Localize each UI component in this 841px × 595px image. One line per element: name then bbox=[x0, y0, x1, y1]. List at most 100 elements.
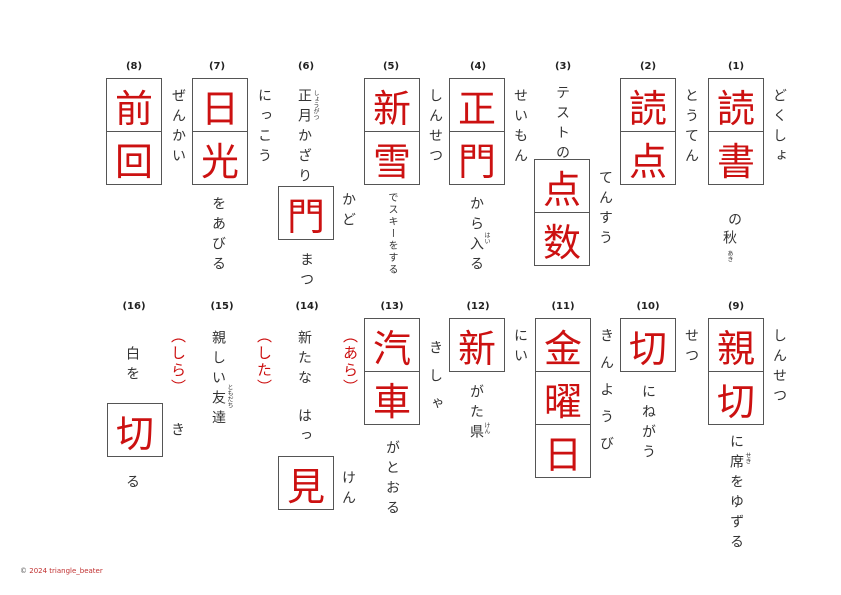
answer-box-10: 切 bbox=[620, 318, 676, 372]
reading-9: しんせつ bbox=[771, 328, 787, 408]
ruby-tomodachi: ともだち bbox=[226, 384, 233, 408]
suffix-6: まつ bbox=[298, 252, 314, 292]
copyright-text: 2024 triangle_beater bbox=[29, 567, 103, 575]
answer-box-6: 門 bbox=[278, 186, 334, 240]
kanji-cell: 切 bbox=[709, 371, 763, 424]
kanji-cell: 切 bbox=[115, 411, 154, 456]
reading-5: しんせつ bbox=[427, 88, 443, 168]
answer-14: （した） bbox=[255, 328, 273, 396]
answer-box-14: 見 bbox=[278, 456, 334, 510]
ruby-aki: あき bbox=[726, 250, 733, 262]
kanji-cell: 日 bbox=[536, 424, 590, 477]
kanji-cell: 汽 bbox=[372, 326, 411, 371]
reading-7: にっこう bbox=[256, 88, 272, 168]
suffix-12: がた県 bbox=[468, 384, 484, 444]
answer-13: （あら） bbox=[341, 328, 359, 396]
kanji-cell: 読 bbox=[628, 86, 667, 131]
question-number-1: (1) bbox=[727, 61, 745, 72]
copyright-icon: © bbox=[20, 567, 27, 575]
question-number-16: (16) bbox=[122, 301, 146, 312]
answer-box-12: 新 bbox=[449, 318, 505, 372]
suffix-9: に席をゆずる bbox=[728, 434, 744, 554]
suffix-5: でスキーをする bbox=[386, 192, 397, 276]
question-number-4: (4) bbox=[469, 61, 487, 72]
answer-box-3: 点 数 bbox=[534, 159, 590, 266]
suffix-1b: 秋あき bbox=[721, 230, 737, 262]
reading-3: てんすう bbox=[597, 170, 613, 250]
reading-2: とうてん bbox=[683, 88, 699, 168]
answer-box-7: 日 光 bbox=[192, 78, 248, 185]
answer-box-5: 新 雪 bbox=[364, 78, 420, 185]
reading-4: せいもん bbox=[512, 88, 528, 168]
reading-16: き bbox=[169, 422, 185, 442]
suffix-16: る bbox=[124, 474, 140, 494]
reading-13: きしゃ bbox=[427, 340, 443, 424]
reading-14: けん bbox=[340, 470, 356, 510]
answer-box-4: 正 門 bbox=[449, 78, 505, 185]
suffix-13: がとおる bbox=[384, 440, 400, 520]
kanji-cell: 門 bbox=[286, 194, 325, 239]
question-number-3: (3) bbox=[554, 61, 572, 72]
prefix-14: 新たな bbox=[296, 330, 312, 390]
question-number-6: (6) bbox=[297, 61, 315, 72]
question-number-15: (15) bbox=[210, 301, 234, 312]
ruby-shougatsu: しょうがつ bbox=[312, 90, 319, 120]
suffix-4: から入る bbox=[468, 196, 484, 276]
prefix-3: テストの bbox=[554, 85, 570, 165]
suffix-10: にねがう bbox=[640, 384, 656, 464]
kanji-cell: 親 bbox=[716, 326, 755, 371]
prefix-6: 正月かざり bbox=[296, 88, 312, 188]
ruby-seki: せき bbox=[744, 452, 751, 464]
kanji-cell: 雪 bbox=[365, 131, 419, 184]
kanji-cell: 数 bbox=[535, 212, 589, 265]
question-number-12: (12) bbox=[466, 301, 490, 312]
kanji-cell: 切 bbox=[628, 326, 667, 371]
kanji-cell: 読 bbox=[716, 86, 755, 131]
answer-box-8: 前 回 bbox=[106, 78, 162, 185]
prefix-15: 親しい友達 bbox=[210, 330, 226, 430]
question-number-10: (10) bbox=[636, 301, 660, 312]
reading-6: かど bbox=[340, 192, 356, 232]
question-number-9: (9) bbox=[727, 301, 745, 312]
ruby-ken: けん bbox=[483, 422, 490, 434]
answer-box-13: 汽 車 bbox=[364, 318, 420, 425]
answer-box-2: 読 点 bbox=[620, 78, 676, 185]
answer-box-11: 金 曜 日 bbox=[535, 318, 591, 478]
kanji-cell: 新 bbox=[372, 86, 411, 131]
suffix-7: をあびる bbox=[210, 196, 226, 276]
prefix-16: 白を bbox=[124, 346, 140, 386]
suffix-1: の bbox=[726, 212, 742, 232]
kanji-cell: 日 bbox=[200, 86, 239, 131]
kanji-cell: 新 bbox=[457, 326, 496, 371]
kanji-cell: 金 bbox=[543, 326, 582, 371]
answer-box-1: 読 書 bbox=[708, 78, 764, 185]
question-number-14: (14) bbox=[295, 301, 319, 312]
kanji-cell: 曜 bbox=[536, 371, 590, 424]
reading-8: ぜんかい bbox=[170, 88, 186, 168]
kanji-cell: 書 bbox=[709, 131, 763, 184]
question-number-7: (7) bbox=[208, 61, 226, 72]
kanji-cell: 車 bbox=[365, 371, 419, 424]
reading-10: せつ bbox=[683, 328, 699, 368]
question-number-2: (2) bbox=[639, 61, 657, 72]
question-number-11: (11) bbox=[551, 301, 575, 312]
reading-1: どくしょ bbox=[771, 88, 787, 168]
answer-15: （しら） bbox=[169, 328, 187, 396]
kanji-cell: 門 bbox=[450, 131, 504, 184]
reading-11: きんようび bbox=[598, 328, 614, 463]
ruby-hai: はい bbox=[483, 232, 490, 244]
kanji-cell: 前 bbox=[114, 86, 153, 131]
kanji-cell: 点 bbox=[542, 167, 581, 212]
question-number-5: (5) bbox=[382, 61, 400, 72]
kanji-cell: 正 bbox=[457, 86, 496, 131]
reading-12: にい bbox=[512, 328, 528, 368]
kanji-aki: 秋 bbox=[721, 230, 737, 250]
kanji-cell: 点 bbox=[621, 131, 675, 184]
answer-box-9: 親 切 bbox=[708, 318, 764, 425]
question-number-13: (13) bbox=[380, 301, 404, 312]
prefix-14b: はっ bbox=[296, 408, 312, 448]
kanji-cell: 光 bbox=[193, 131, 247, 184]
copyright: © 2024 triangle_beater bbox=[20, 567, 103, 575]
question-number-8: (8) bbox=[125, 61, 143, 72]
kanji-cell: 見 bbox=[286, 464, 325, 509]
